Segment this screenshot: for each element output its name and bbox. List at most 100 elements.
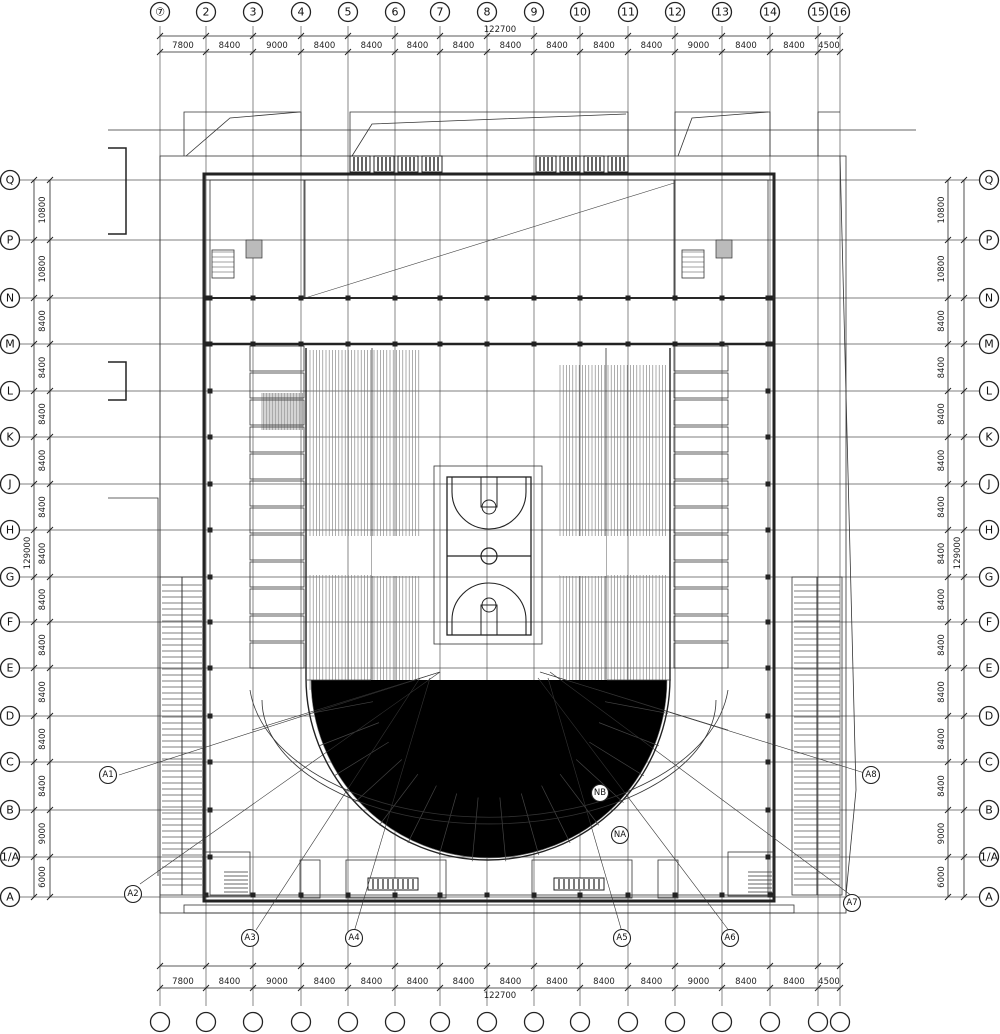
canopy-slope-left — [185, 111, 301, 157]
north-hall — [304, 179, 676, 299]
axis-y-right-10-circle — [978, 611, 1000, 633]
axis-x-top-5-label: 5 — [345, 6, 352, 19]
dim-tick — [671, 48, 679, 56]
axis-x-top-8: 8 — [476, 1, 498, 23]
axis-x-bottom-5 — [337, 1011, 359, 1033]
entrance-door-block — [349, 155, 371, 173]
dim-tick — [718, 32, 726, 40]
dim-tick — [814, 984, 822, 992]
axis-x-bottom-14 — [759, 1011, 781, 1033]
axis-x-top-3-circle — [242, 1, 264, 23]
dim-tick — [30, 758, 38, 766]
aisle-line — [541, 785, 571, 844]
dim-tick — [960, 618, 968, 626]
column — [577, 892, 583, 898]
dim-tick — [156, 32, 164, 40]
axis-y-left-8-circle — [0, 519, 21, 541]
key-top — [480, 476, 498, 508]
stair-core — [211, 249, 235, 279]
axis-y-right-9-circle — [978, 566, 1000, 588]
axis-y-left-16: A — [0, 886, 21, 908]
dim-tick — [530, 962, 538, 970]
axis-x-top-1-label: ⑦ — [155, 6, 165, 19]
dim-tick — [944, 526, 952, 534]
view-tag-a1: A1 — [98, 765, 118, 785]
dim-tick — [960, 176, 968, 184]
axis-y-left-4: M — [0, 333, 21, 355]
concourse-ring-inner — [261, 699, 717, 825]
bottom-ledge — [183, 904, 795, 914]
dim-y-left-12: 8400 — [38, 728, 48, 750]
aisle-line — [354, 759, 403, 803]
dim-y-left-11: 8400 — [38, 681, 48, 703]
dim-y-right-13: 8400 — [937, 775, 947, 797]
sight-line — [539, 671, 729, 731]
dim-y-left-7: 8400 — [38, 496, 48, 518]
axis-y-right-6-label: K — [985, 431, 993, 444]
dim-y-left-8: 8400 — [38, 543, 48, 565]
side-room-right — [673, 426, 729, 453]
sight-line — [353, 677, 431, 933]
axis-y-right-2-circle — [978, 229, 1000, 251]
dim-y-right-6: 8400 — [937, 450, 947, 472]
aisle-line — [604, 701, 668, 714]
axis-x-bottom-13-circle — [711, 1011, 733, 1033]
dim-tick — [671, 32, 679, 40]
axis-x-top-11: 11 — [617, 1, 639, 23]
dim-x-top-11: 8400 — [641, 41, 663, 51]
dim-tick — [836, 32, 844, 40]
axis-y-right-1-circle — [978, 169, 1000, 191]
axis-y-right-14: B — [978, 799, 1000, 821]
side-room-left — [249, 534, 305, 561]
dim-tick — [436, 32, 444, 40]
dim-tick — [30, 294, 38, 302]
dim-y-right-9: 8400 — [937, 589, 947, 611]
axis-x-bottom-2 — [195, 1011, 217, 1033]
dim-x-bottom-8: 8400 — [500, 977, 522, 987]
axis-y-right-9-label: G — [985, 571, 994, 584]
dim-tick — [30, 806, 38, 814]
dim-tick — [718, 962, 726, 970]
center-circle — [480, 547, 498, 565]
dim-tick — [944, 758, 952, 766]
dim-tick — [766, 48, 774, 56]
leader-left — [108, 497, 159, 876]
axis-y-left-4-label: M — [5, 338, 15, 351]
dim-y-left-14: 9000 — [38, 823, 48, 845]
axis-y-left-15: 1/A — [0, 846, 21, 868]
side-room-right — [673, 399, 729, 426]
view-tag-circle — [344, 928, 364, 948]
axis-x-top-4: 4 — [290, 1, 312, 23]
side-room-right — [673, 507, 729, 534]
dim-tick — [766, 984, 774, 992]
axis-y-right-8: H — [978, 519, 1000, 541]
side-room-left — [249, 507, 305, 534]
view-tag-a3: A3 — [240, 928, 260, 948]
corner-room — [673, 179, 775, 299]
aisle-line — [319, 722, 380, 747]
dim-y-right-8: 8400 — [937, 543, 947, 565]
aisle-line — [407, 785, 437, 844]
dim-tick — [944, 387, 952, 395]
dim-y-left-4: 8400 — [38, 357, 48, 379]
seating-gap-right — [560, 536, 606, 576]
dim-x-bottom-3: 9000 — [266, 977, 288, 987]
axis-x-top-3: 3 — [242, 1, 264, 23]
entrance-door-block — [607, 155, 629, 173]
dim-tick — [46, 806, 54, 814]
column — [207, 341, 213, 347]
dim-x-top-4: 8400 — [314, 41, 336, 51]
dim-y-left-10: 8400 — [38, 634, 48, 656]
axis-x-bottom-9 — [523, 1011, 545, 1033]
axis-x-top-2-circle — [195, 1, 217, 23]
axis-x-bottom-8 — [476, 1011, 498, 1033]
axis-x-bottom-16 — [829, 1011, 851, 1033]
axis-y-left-16-label: A — [6, 891, 14, 904]
dim-x-bottom-6: 8400 — [407, 977, 429, 987]
axis-x-top-10: 10 — [569, 1, 591, 23]
side-room-right — [673, 615, 729, 642]
dim-x-bottom-4: 8400 — [314, 977, 336, 987]
side-room-left — [249, 561, 305, 588]
axis-y-right-13-circle — [978, 751, 1000, 773]
free-throw-circle-bottom — [481, 597, 497, 613]
